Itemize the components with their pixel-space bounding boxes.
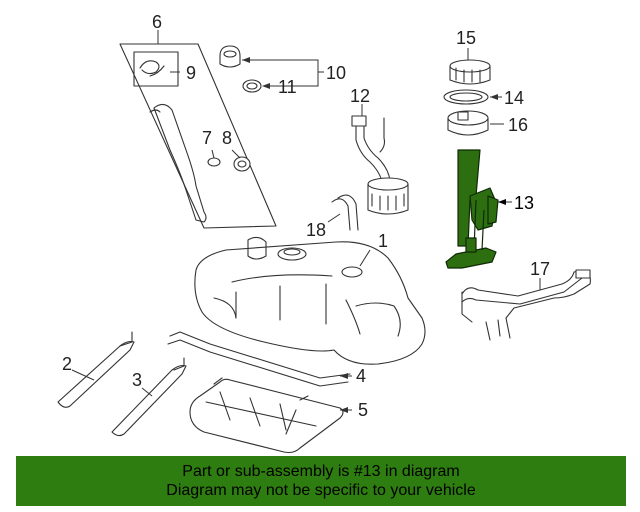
pump-top-plate [447,110,489,136]
banner-line-disclaimer: Diagram may not be specific to your vehi… [166,482,476,499]
callout-1: 1 [378,231,388,251]
callout-10: 10 [326,63,346,83]
parts-diagram: 1 2 3 4 5 6 7 8 9 10 11 12 13 14 15 16 1… [57,12,591,454]
callout-5: 5 [358,400,368,420]
fuel-tank [194,236,426,365]
fuel-cap-parts [219,45,262,93]
callout-13: 13 [514,193,534,213]
highlighted-part-13 [445,149,499,269]
callout-12: 12 [350,86,370,106]
skid-shield [189,377,344,454]
leader-2 [71,369,95,381]
callout-6: 6 [152,12,162,32]
tank-straps [57,331,187,437]
callout-7: 7 [202,128,212,148]
leader-3 [141,387,153,397]
filler-neck-assembly [119,43,277,229]
callout-14: 14 [504,88,524,108]
fuel-pump-module [351,115,409,215]
callout-3: 3 [132,370,142,390]
callout-9: 9 [186,63,196,83]
callout-16: 16 [508,115,528,135]
pump-lock-ring [449,59,491,85]
callout-4: 4 [356,366,366,386]
callout-11: 11 [278,77,297,97]
banner-line-part: Part or sub-assembly is #13 in diagram [182,463,460,480]
pump-seal [443,89,489,105]
leader-7 [211,149,215,159]
long-strap [169,331,351,379]
vent-hose [331,198,351,231]
fuel-line-assembly [461,269,591,341]
callout-18: 18 [306,220,326,240]
callout-17: 17 [530,259,550,279]
callout-15: 15 [456,28,476,48]
disclaimer-banner: Part or sub-assembly is #13 in diagram D… [16,456,626,506]
callout-2: 2 [62,354,72,374]
leader-8 [231,149,241,159]
leader-1 [359,249,371,267]
leader-10 [242,59,324,87]
callout-8: 8 [222,128,232,148]
